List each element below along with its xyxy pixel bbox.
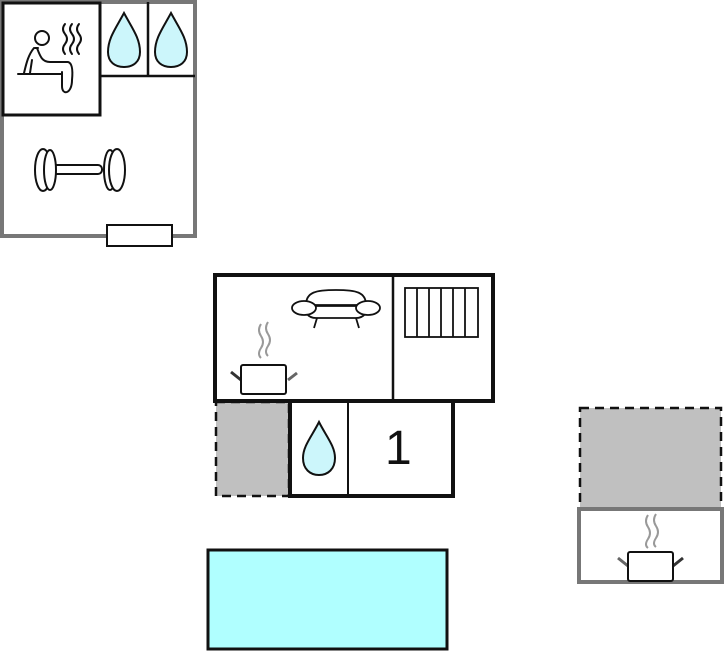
sauna-room	[1, 1, 102, 117]
cooking-pot-icon	[230, 321, 298, 395]
outdoor-kitchen-room	[577, 507, 724, 584]
sofa-icon	[291, 289, 381, 329]
water-drop-icon	[106, 10, 142, 69]
cooking-pot-icon	[617, 513, 684, 582]
outdoor-kitchen	[577, 406, 724, 584]
door-rect	[106, 224, 173, 247]
water-drop-icon	[301, 419, 337, 477]
outbuilding	[0, 0, 197, 247]
bedroom-number-label: 1	[385, 422, 412, 475]
water-drop-icon	[153, 10, 189, 69]
stairs-icon	[404, 287, 479, 338]
covered-terrace	[578, 406, 723, 511]
sauna-icon	[17, 23, 82, 94]
dumbbell-icon	[34, 148, 126, 192]
covered-terrace	[214, 400, 291, 498]
main-house	[213, 273, 495, 498]
swimming-pool	[206, 548, 449, 651]
